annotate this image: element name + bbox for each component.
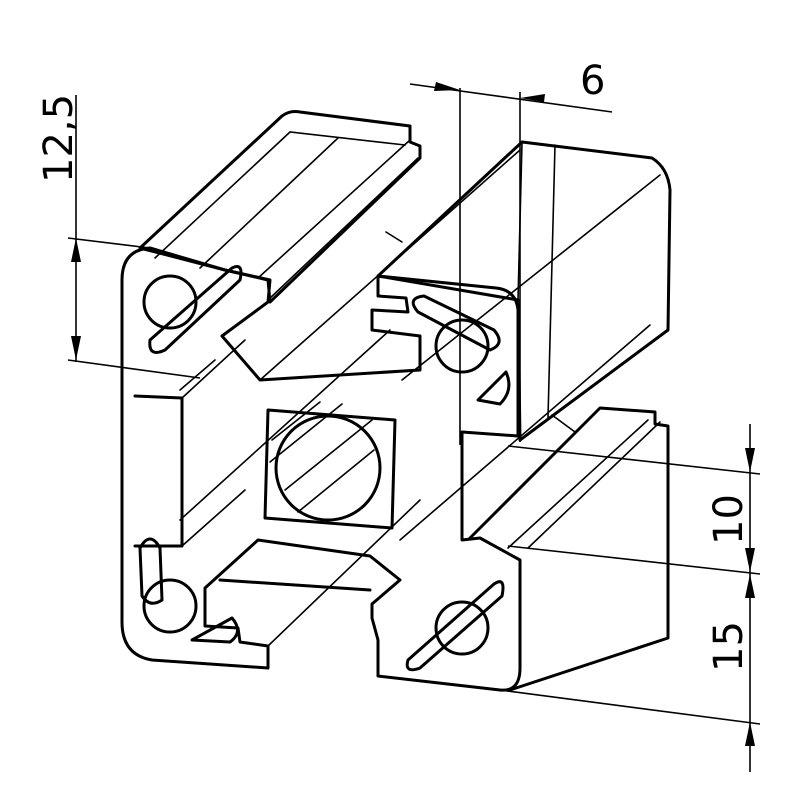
dimension-6: 6 [409, 58, 613, 445]
profile-cross-section [120, 246, 522, 692]
dimension-right: 10 15 [499, 424, 761, 772]
dimension-12-5: 12,5 [36, 94, 201, 379]
profile-extrusion [138, 110, 672, 692]
center-bore [263, 401, 397, 530]
dimension-label-15: 15 [706, 621, 752, 672]
corner-bore-bottom-right [405, 580, 505, 672]
dimension-label-10: 10 [706, 494, 752, 545]
dimension-label-6: 6 [580, 58, 605, 104]
corner-bore-bottom-left [138, 537, 239, 644]
corner-bore-top-left [142, 265, 243, 354]
dimension-label-12-5: 12,5 [36, 94, 82, 183]
corner-bore-top-right [411, 294, 511, 406]
